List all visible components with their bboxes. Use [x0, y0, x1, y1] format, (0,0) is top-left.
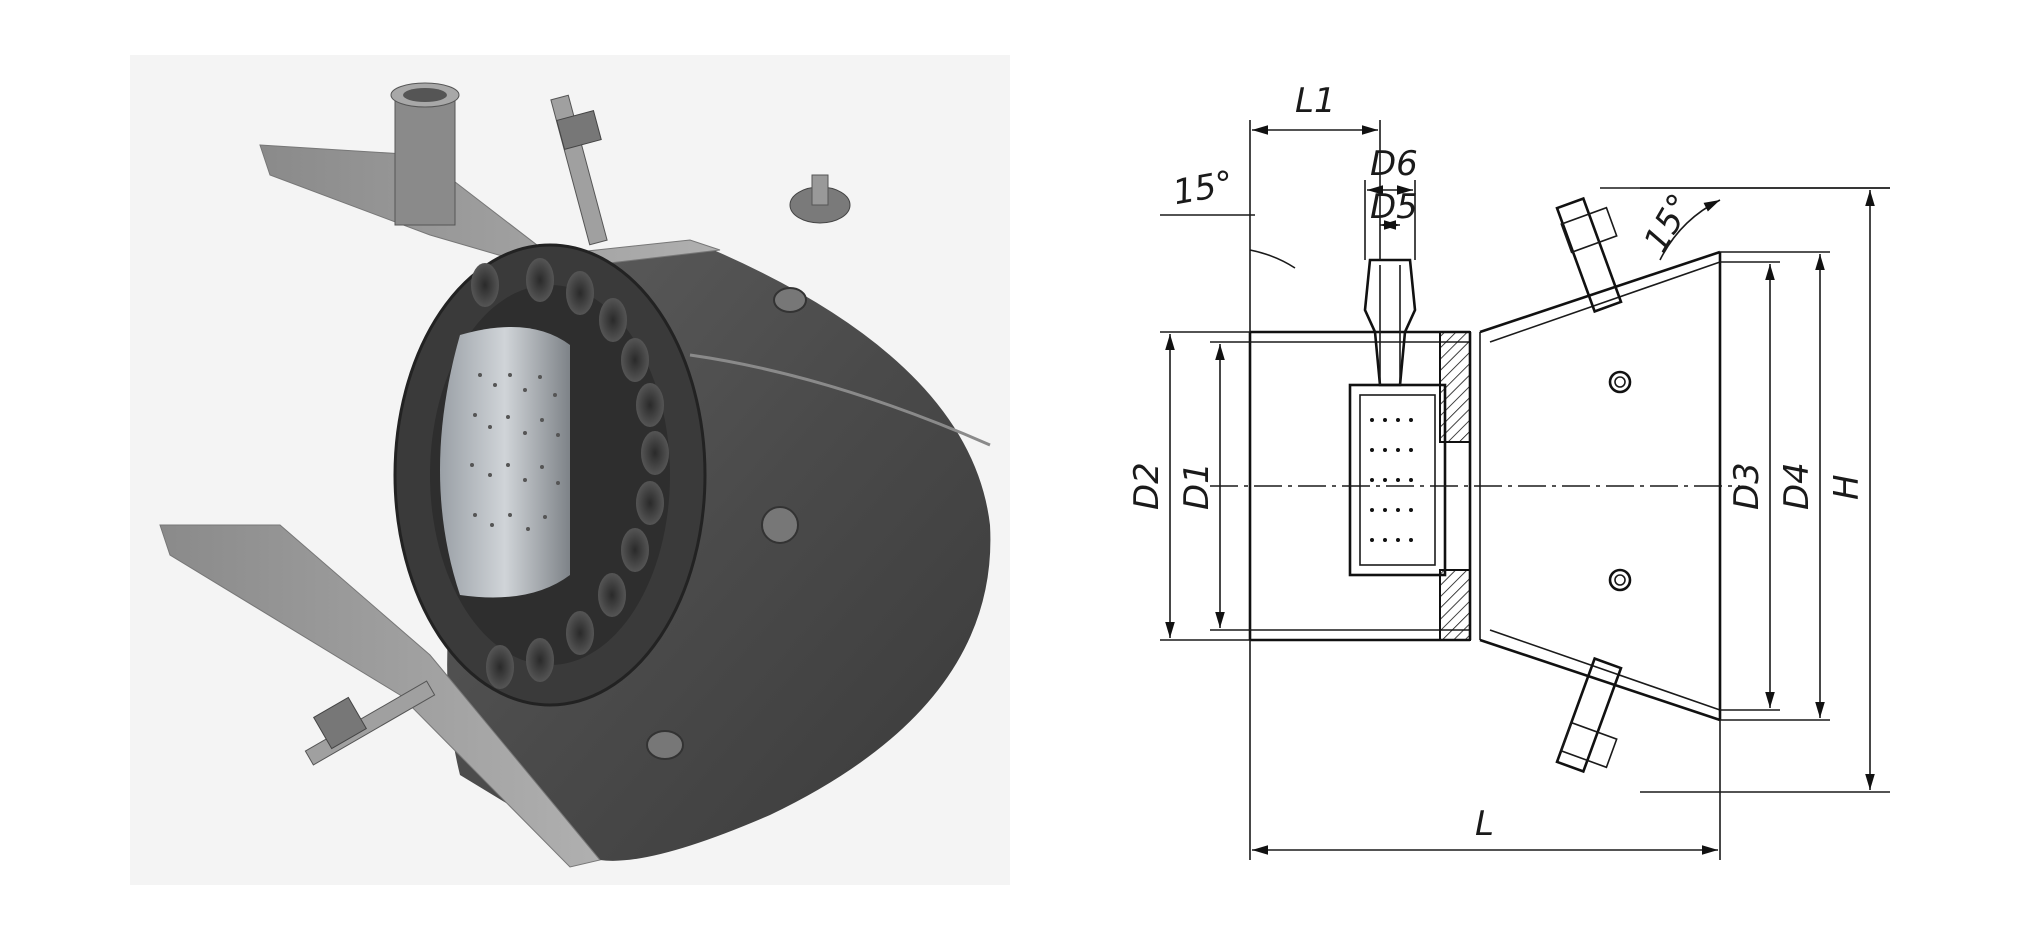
injector-bottom	[304, 680, 436, 766]
label-D3: D3	[1727, 462, 1767, 510]
flange-section-bottom	[1439, 569, 1471, 641]
cone-bolts	[646, 287, 807, 760]
label-D1: D1	[1177, 462, 1217, 510]
label-H: H	[1827, 474, 1867, 500]
label-D5: D5	[1370, 187, 1418, 227]
technical-drawing: L1 D6 D5 15° 15° D2 D1 D3	[1080, 40, 1980, 920]
top-nozzle	[390, 82, 460, 226]
sight-port	[789, 174, 851, 224]
label-L1: L1	[1295, 81, 1336, 121]
cone-injector-bottom	[1555, 656, 1623, 774]
nozzle-section	[1363, 258, 1417, 387]
injector-top	[550, 94, 608, 246]
angle-left: 15°	[1170, 163, 1236, 213]
cone-injector-top	[1555, 196, 1623, 314]
burner-3d-render	[130, 55, 1010, 885]
label-D2: D2	[1127, 462, 1167, 510]
label-D4: D4	[1777, 462, 1817, 510]
perforated-insert	[1348, 383, 1447, 577]
cylinder-body	[1248, 330, 1470, 642]
cut-flange-bottom	[159, 524, 601, 868]
cut-flange-top	[259, 144, 721, 271]
label-L: L	[1475, 804, 1494, 844]
angle-right: 15°	[1636, 187, 1701, 259]
ring-holes	[471, 258, 669, 689]
perforated-cylinder	[440, 327, 570, 598]
label-D6: D6	[1370, 144, 1418, 184]
